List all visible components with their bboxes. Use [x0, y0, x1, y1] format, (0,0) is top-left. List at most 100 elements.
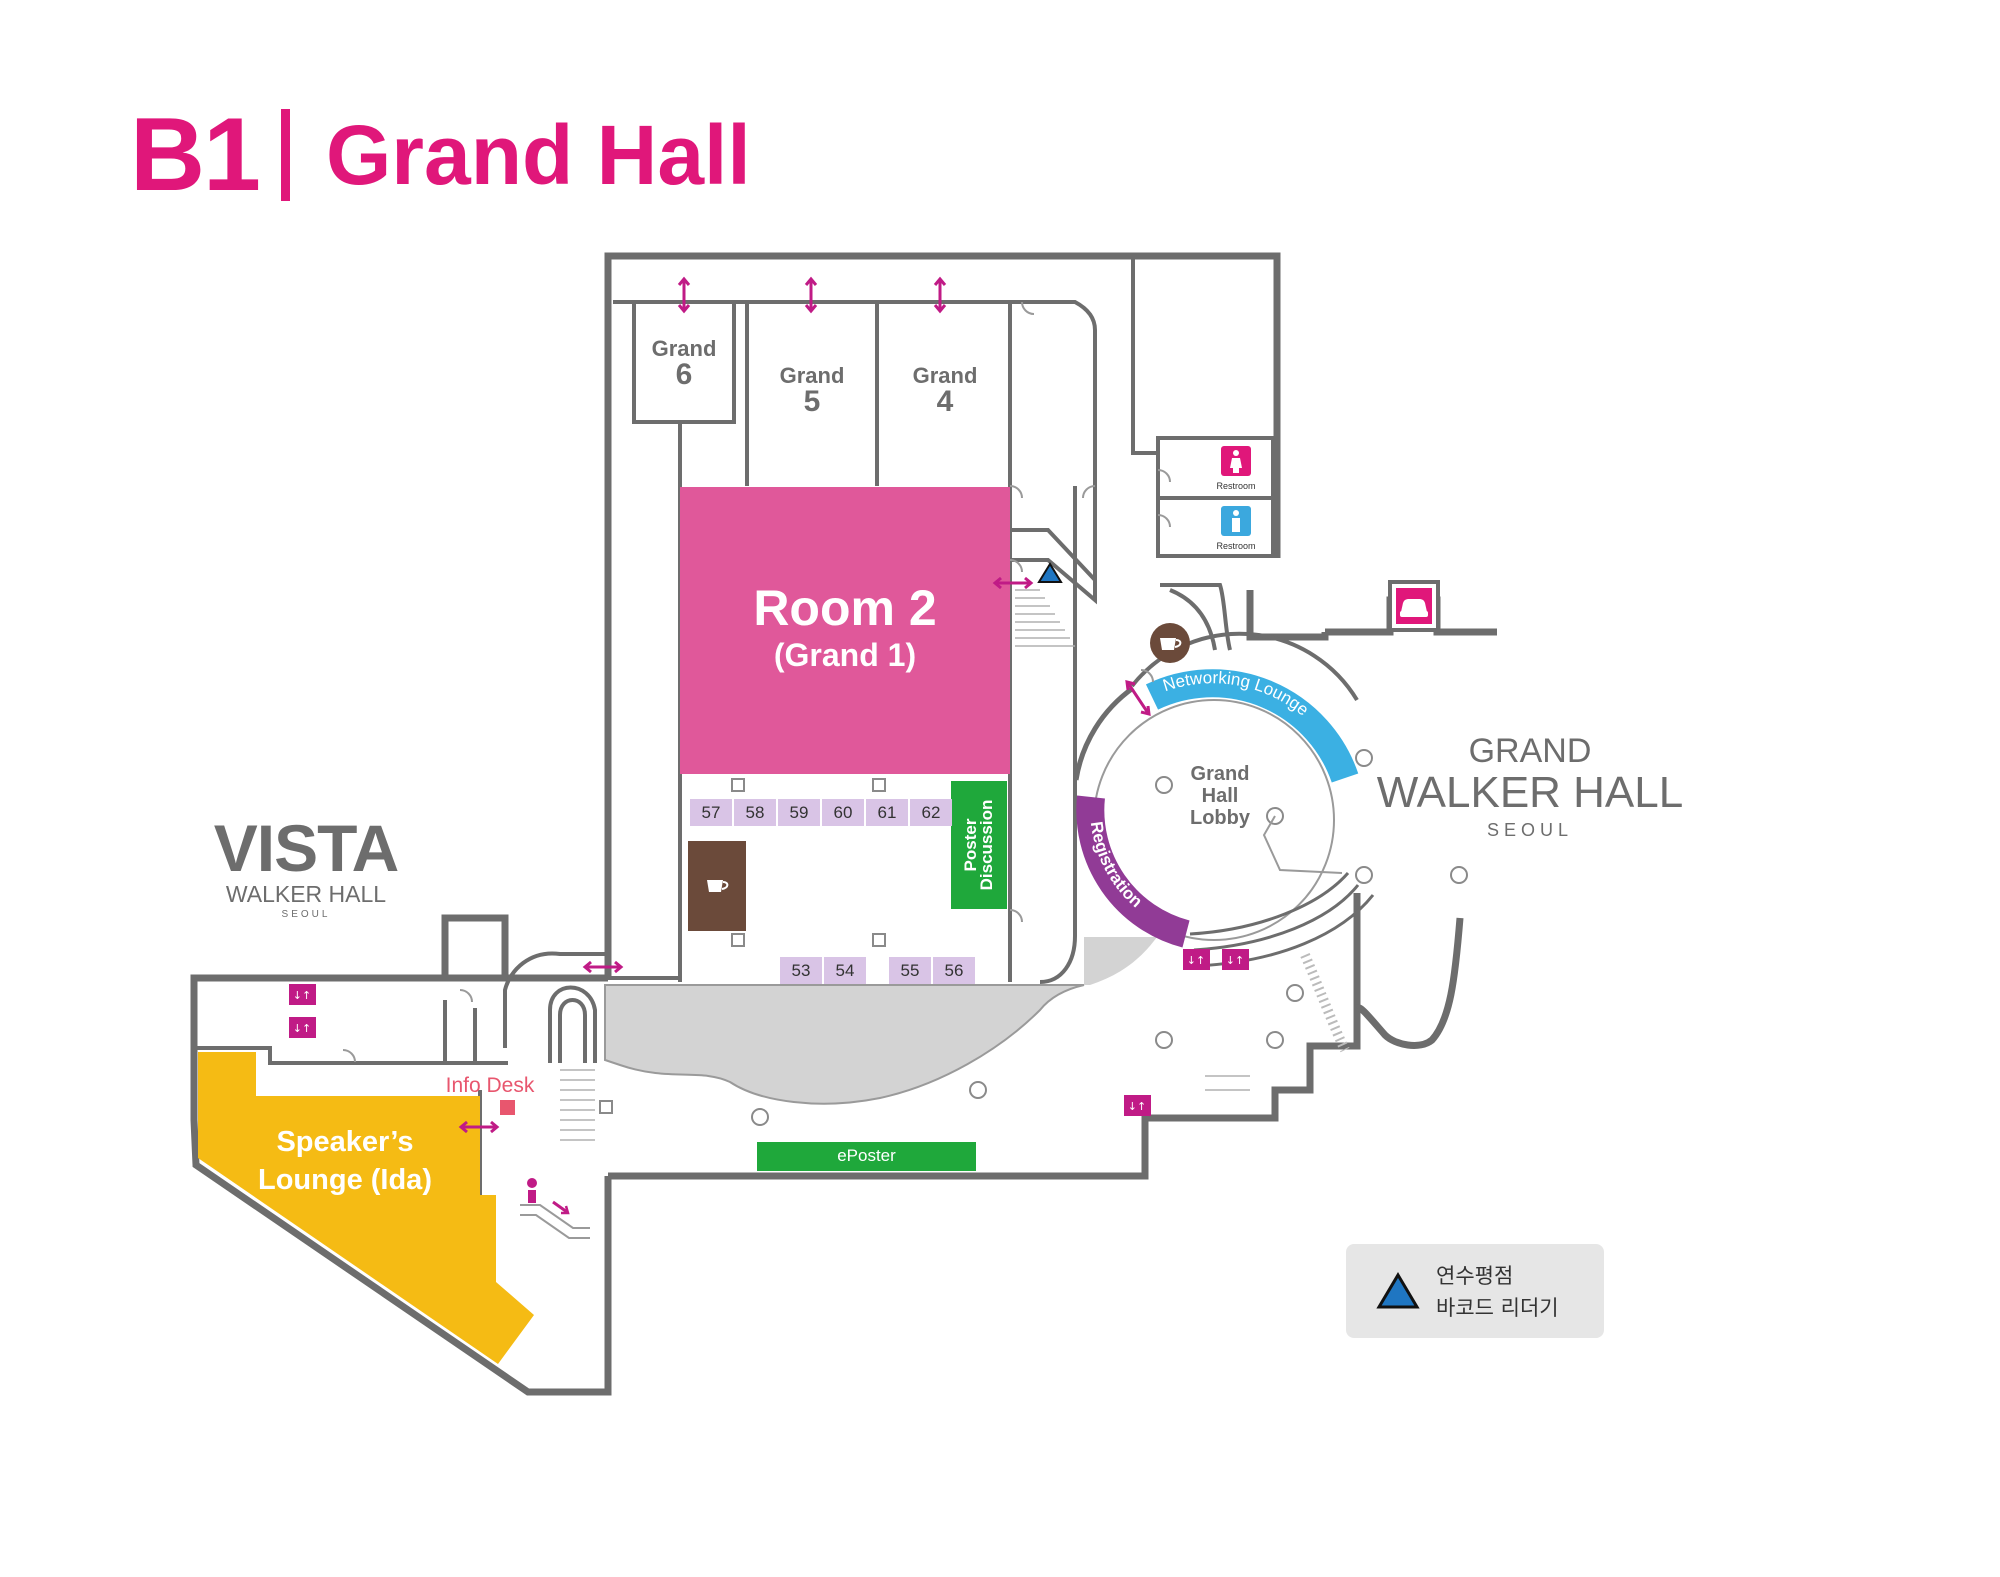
booth-row-top: [690, 799, 952, 826]
interior-walls: [194, 256, 1275, 1200]
eposter-area: [757, 1142, 976, 1171]
vista-walker-hall-logo: VISTA WALKER HALL SEOUL: [196, 815, 416, 923]
info-desk-label: Info Desk: [445, 1074, 535, 1097]
column-square: [872, 778, 886, 792]
lobby-line2: Hall: [1201, 785, 1239, 807]
booth-number: 59: [789, 803, 809, 822]
door-arrow-icon: [1125, 680, 1151, 716]
booth-number: 62: [921, 803, 941, 822]
room-2-title: Room 2: [753, 580, 937, 636]
grand-walker-city: SEOUL: [1486, 820, 1574, 840]
lobby-line1: Grand: [1190, 763, 1250, 785]
eposter-label: ePoster: [837, 1146, 896, 1165]
elevator-icon: ↓↑: [1124, 1095, 1151, 1116]
round-columns: [751, 749, 1468, 1126]
booth: [822, 799, 864, 826]
booth: [824, 957, 866, 984]
corridor-area-right: [1084, 937, 1157, 985]
column-circle-icon: [1450, 866, 1468, 884]
elevator-icon: ↓↑: [289, 1017, 316, 1038]
column-circle-icon: [1286, 984, 1304, 1002]
grand-hall-lobby: [1073, 631, 1375, 1053]
speakers-lounge-line2: Lounge (Ida): [258, 1164, 432, 1196]
poster-discussion-line2: Discussion: [977, 799, 996, 891]
booth: [889, 957, 931, 984]
elevator-icon: ↓↑: [1183, 949, 1210, 970]
corridor-area: [604, 984, 1085, 1105]
booth-number: 61: [877, 803, 897, 822]
poster-discussion-label: Poster Discussion: [961, 781, 996, 909]
outer-walls: [190, 252, 1497, 1396]
vista-subtitle: WALKER HALL: [225, 881, 387, 907]
door-arrow-icon: [992, 576, 1034, 590]
room-grand-5-word: Grand: [779, 363, 845, 388]
booth-number: 57: [701, 803, 721, 822]
door-arrows: [458, 276, 1151, 1134]
column-circle-icon: [751, 1108, 769, 1126]
booth-number: 56: [944, 961, 964, 980]
room-grand-4-word: Grand: [912, 363, 978, 388]
door-arrow-icon: [458, 1120, 500, 1134]
door-arrow-icon: [677, 276, 691, 314]
lobby-line3: Lobby: [1190, 807, 1250, 829]
booth-row-bottom: [780, 957, 975, 984]
elevators: ↓↑ ↓↑ ↓↑ ↓↑ ↓↑: [289, 949, 1249, 1116]
booth-number: 55: [900, 961, 920, 980]
column-circle-icon: [1155, 776, 1173, 794]
booth-number: 60: [833, 803, 853, 822]
booth: [780, 957, 822, 984]
page-title: B1 Grand Hall: [130, 95, 751, 215]
column-circle-icon: [1355, 749, 1373, 767]
column-square: [731, 933, 745, 947]
grand-walker-hall-logo: GRAND WALKER HALL SEOUL: [1370, 733, 1690, 843]
vista-city: SEOUL: [281, 909, 331, 920]
svg-text:↓↑: ↓↑: [1128, 1100, 1146, 1113]
speakers-lounge-area: [198, 1052, 534, 1364]
room-grand-5-label: Grand 5: [747, 365, 877, 417]
booth: [866, 799, 908, 826]
svg-text:↓↑: ↓↑: [1187, 954, 1205, 967]
barcode-reader-triangle-icon: [1376, 1272, 1420, 1309]
room-grand-6-label: Grand 6: [634, 338, 734, 390]
legend: 연수평점 바코드 리더기: [1346, 1244, 1604, 1338]
svg-text:↓↑: ↓↑: [1226, 954, 1244, 967]
booth-number: 54: [835, 961, 855, 980]
vista-title: VISTA: [213, 811, 399, 885]
booth: [734, 799, 776, 826]
booth-number: 53: [791, 961, 811, 980]
room-grand-4-label: Grand 4: [880, 365, 1010, 417]
parking-car-icon: [1388, 580, 1440, 632]
coffee-icon: [1150, 623, 1190, 663]
restroom-woman-icon: [1221, 446, 1251, 476]
column-square: [599, 1100, 613, 1114]
elevator-icon: ↓↑: [1222, 949, 1249, 970]
door-swings: [342, 301, 1171, 1063]
room-grand-6-word: Grand: [651, 336, 717, 361]
stairs: [560, 589, 1250, 1141]
booth: [778, 799, 820, 826]
legend-line2: 바코드 리더기: [1436, 1296, 1559, 1320]
speakers-lounge-line1: Speaker’s: [276, 1126, 414, 1158]
svg-text:↓↑: ↓↑: [293, 989, 311, 1002]
coffee-icon: [707, 880, 729, 892]
room-grand-5-number: 5: [803, 385, 821, 418]
column-circle-icon: [1155, 1031, 1173, 1049]
booth: [910, 799, 952, 826]
restroom-men-label: Restroom: [1216, 541, 1256, 551]
grand-hall-lobby-label: Grand Hall Lobby: [1170, 763, 1270, 829]
grand-walker-title2: WALKER HALL: [1376, 768, 1684, 817]
door-arrow-icon: [933, 276, 947, 314]
poster-discussion-area: [951, 781, 1007, 909]
room-grand-6-number: 6: [675, 358, 693, 391]
column-circle-icon: [1355, 866, 1373, 884]
grand-walker-title1: GRAND: [1468, 732, 1592, 770]
door-arrow-icon: [804, 276, 818, 314]
room-2-subtitle: (Grand 1): [773, 637, 917, 673]
booth: [690, 799, 732, 826]
column-square: [872, 933, 886, 947]
column-circle-icon: [1266, 1031, 1284, 1049]
booth: [933, 957, 975, 984]
hall-name: Grand Hall: [325, 107, 751, 202]
restroom-man-icon: [1221, 506, 1251, 536]
